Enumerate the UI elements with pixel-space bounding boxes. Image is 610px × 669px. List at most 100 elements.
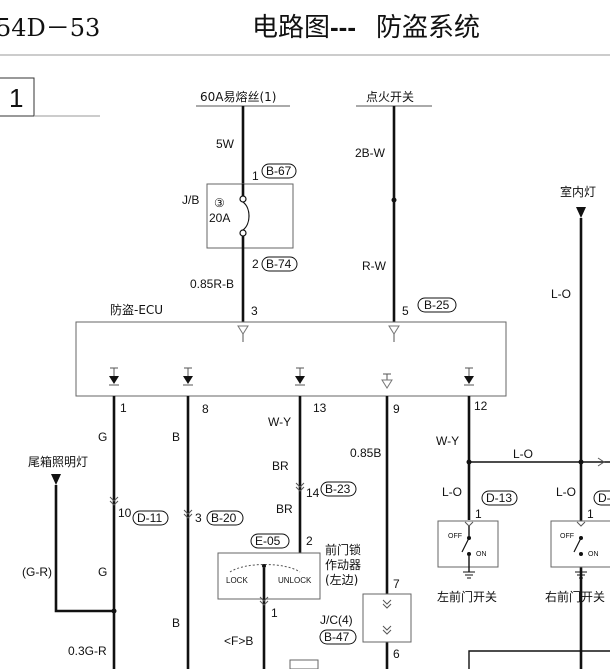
fuse-60a-label: 60A易熔丝(1) (200, 89, 276, 104)
ecu-pin-9: 9 (393, 402, 400, 416)
conn-b67-label: B-67 (266, 164, 292, 178)
wire-lo-left-label: L-O (442, 485, 462, 499)
left-door-switch-box (437, 520, 499, 568)
ecu-pin-1: 1 (120, 401, 127, 415)
switch-blade-icon (573, 537, 582, 553)
jc-label: J/C(4) (320, 613, 353, 627)
wire-g2-label: G (98, 565, 107, 579)
ecu-terminal-12 (464, 367, 474, 386)
fuse-element-icon (242, 201, 250, 231)
actuator-name-3: (左边) (325, 572, 358, 587)
pin-3-label: 3 (251, 304, 258, 318)
conn-d13-label: D-13 (486, 491, 512, 505)
right-switch-off: OFF (560, 533, 574, 540)
conn-b74-label: B-74 (266, 257, 292, 271)
pin-e05-num: 2 (306, 534, 313, 548)
jb-box (206, 183, 294, 249)
conn-b47-label: B-47 (324, 630, 350, 644)
conn-b23 (320, 481, 357, 497)
ecu-input-3-icon (237, 325, 249, 335)
diode-icon (109, 376, 119, 384)
actuator-name-2: 作动器 (325, 558, 361, 572)
wire-085rb-label: 0.85R-B (190, 277, 234, 291)
pin-b20-num: 3 (195, 511, 202, 525)
right-switch-pin: 1 (587, 507, 594, 521)
page-title-b: --- (330, 12, 356, 42)
conn-b20 (206, 510, 244, 526)
switch-blade-icon (461, 537, 470, 553)
wire-wy1-label: W-Y (268, 415, 291, 429)
ecu-terminal-13 (295, 367, 305, 386)
room-lamp-arrow-icon (576, 207, 586, 218)
wire-gr-label: (G-R) (22, 565, 52, 579)
pin-5-label: 5 (402, 304, 409, 318)
wire-085b-label: 0.85B (350, 446, 381, 460)
wire-br2-label: BR (276, 502, 293, 516)
trunk-lamp-arrow-icon (51, 474, 61, 485)
left-switch-pin: 1 (475, 507, 482, 521)
ground-icon (575, 571, 587, 579)
door-splice-right (578, 459, 584, 465)
page-title-c: 防盗系统 (376, 13, 480, 43)
continue-arrow-icon (597, 457, 605, 467)
conn-b23-label: B-23 (325, 482, 351, 496)
connector-chevron-icon (183, 509, 193, 519)
left-switch-off: OFF (448, 533, 462, 540)
wire-gr-branch (54, 485, 114, 613)
conn-d-right (593, 490, 610, 506)
wire-fb-label: <F>B (224, 634, 253, 648)
wire-2bw-label: 2B-W (355, 146, 386, 160)
page-code: 54D－53 (0, 14, 100, 42)
diode-icon (295, 376, 305, 384)
conn-d11 (132, 510, 169, 526)
ecu-pin-13: 13 (313, 401, 327, 415)
connector-chevron-icon (109, 496, 119, 506)
page-title-a: 电路图 (252, 13, 330, 43)
conn-e05 (250, 533, 290, 549)
wire-br1-label: BR (272, 459, 289, 473)
left-switch-name: 左前门开关 (437, 589, 497, 604)
pin-act-num: 1 (271, 606, 278, 620)
fuse-number: ③ (214, 196, 225, 210)
section-box (0, 77, 35, 117)
conn-b67 (261, 163, 297, 179)
fuse-terminal-top (239, 195, 247, 203)
ecu-label: 防盗-ECU (110, 302, 163, 317)
unlock-label: UNLOCK (278, 576, 312, 585)
connector-chevron-icon (259, 596, 269, 606)
ignition-label: 点火开关 (366, 90, 414, 104)
conn-b25-label: B-25 (424, 298, 450, 312)
conn-e05-label: E-05 (255, 534, 281, 548)
conn-b47 (319, 629, 357, 645)
actuator-name-1: 前门锁 (325, 542, 361, 557)
wire-03gr-label: 0.3G-R (68, 644, 107, 658)
actuator-pivot-icon (262, 564, 266, 568)
fuse-rating: 20A (209, 211, 230, 225)
door-lock-actuator-box (217, 552, 321, 600)
connector-chevron-icon (382, 625, 392, 635)
ecu-terminal-8 (183, 367, 193, 386)
pin-d11-num: 10 (118, 506, 132, 520)
wire-5w-label: 5W (216, 137, 235, 151)
jc-pin-7: 7 (393, 577, 400, 591)
jb-label: J/B (182, 193, 199, 207)
ecu-box (75, 321, 507, 397)
wire-lo-mid-label: L-O (513, 447, 533, 461)
left-switch-on: ON (476, 551, 487, 558)
pin-1-label: 1 (252, 169, 259, 183)
jc-box (362, 593, 412, 643)
connector-chevron-icon (382, 599, 392, 609)
wire-wy2-label: W-Y (436, 434, 459, 448)
conn-d13 (481, 490, 518, 506)
conn-b74 (261, 256, 298, 272)
wire-g1-label: G (98, 430, 107, 444)
lock-label: LOCK (226, 576, 248, 585)
right-door-switch-box (550, 520, 610, 568)
wire-lo-top-label: L-O (551, 287, 571, 301)
lower-box-stub (289, 659, 319, 669)
pin-2-label: 2 (252, 257, 259, 271)
ecu-terminal-1 (109, 367, 119, 386)
wire-b1-label: B (172, 430, 180, 444)
wire-b2-label: B (172, 616, 180, 630)
